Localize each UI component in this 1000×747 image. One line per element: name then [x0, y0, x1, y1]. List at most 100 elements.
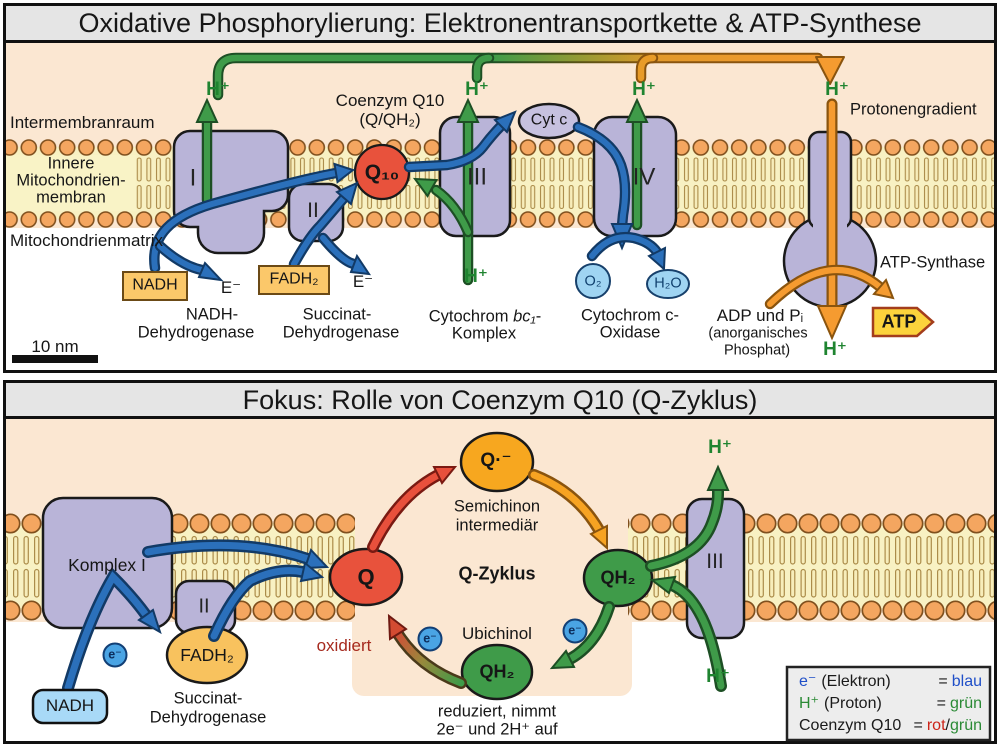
fadh2-label-panel2: FADH₂	[180, 644, 234, 665]
panel1-titlebar	[6, 6, 994, 40]
qh2-membrane-label: QH₂	[600, 567, 636, 588]
nadh-label-panel2: NADH	[45, 696, 95, 716]
complex-iv-numeral: IV	[632, 163, 656, 191]
succinat-dehydrogenase-1: Succinat-	[302, 305, 372, 324]
hplus-label-complex-i: H⁺	[206, 79, 230, 101]
hplus-label-complex-iii-top: H⁺	[465, 79, 489, 101]
panel2-title: Fokus: Rolle von Coenzym Q10 (Q-Zyklus)	[242, 384, 758, 415]
cyt-c-shape	[517, 102, 581, 140]
panel2-complexes	[41, 431, 746, 701]
qh2-membrane-shape	[582, 548, 654, 608]
nadh-label: NADH	[132, 276, 178, 294]
adp-label-2: (anorganisches	[708, 325, 808, 342]
label-inner-membrane-1: Innere	[47, 154, 95, 173]
adp-label-1: ADP und Pᵢ	[716, 306, 804, 326]
panel1-title: Oxidative Phosphorylierung: Elektronentr…	[78, 7, 922, 38]
reduziert-label-2: 2e⁻ und 2H⁺ auf	[436, 720, 558, 739]
komplex-iii-numeral: III	[706, 549, 724, 573]
atp-label: ATP	[881, 311, 917, 332]
q-oxidized-shape	[328, 547, 404, 607]
komplex-i-shape	[41, 496, 174, 630]
hplus-label-gradient: H⁺	[825, 79, 849, 101]
o2-shape	[575, 263, 611, 299]
h2o-label: H₂O	[654, 275, 682, 292]
bc1-italic: bc₁	[513, 307, 536, 326]
cytochrom-oxidase-1: Cytochrom c-	[580, 306, 680, 325]
legend-proton-symbol: H⁺	[799, 695, 819, 712]
hplus-label-complex-iv: H⁺	[632, 79, 656, 101]
o2-label: O₂	[584, 273, 602, 290]
succinat-label-2: Dehydrogenase	[149, 708, 267, 727]
legend-blau: blau	[951, 673, 982, 690]
legend-gruen-2: grün	[949, 717, 982, 734]
cyt-c-label: Cyt c	[530, 111, 568, 129]
panel2-titlebar	[6, 383, 994, 416]
inner-membrane-label-box	[6, 155, 136, 211]
qh2-ubiquinol-label: QH₂	[479, 661, 515, 682]
ubichinol-label: Ubichinol	[462, 624, 532, 644]
electron-label-1: E⁻	[220, 278, 242, 298]
label-inner-membrane-2: Mitochondrien-	[16, 171, 126, 190]
legend-eq-1: =	[938, 673, 948, 690]
fadh2-box	[258, 265, 330, 295]
reduziert-label-1: reduziert, nimmt	[437, 702, 557, 721]
hplus-label-synthase-bottom: H⁺	[823, 339, 847, 361]
bc1-suffix: -	[535, 307, 542, 326]
komplex-ii-numeral: II	[198, 595, 210, 618]
legend-electron-label: (Elektron)	[821, 673, 891, 690]
legend-eq-2: =	[936, 695, 946, 712]
hplus-label-panel2-bottom: H⁺	[706, 666, 730, 688]
legend-rot: rot	[926, 717, 946, 734]
legend-coenzym-label: Coenzym Q10	[799, 717, 902, 734]
complex-ii-numeral: II	[307, 198, 319, 222]
hplus-label-complex-iii-bottom: H⁺	[464, 266, 488, 288]
nadh-dehydrogenase-1: NADH-	[185, 305, 239, 324]
cytochrom-bc1-label: Cytochrom bc₁-	[429, 308, 542, 325]
electron-label-2: E⁻	[352, 272, 374, 292]
nadh-box	[122, 271, 188, 301]
legend-proton-label: (Proton)	[824, 695, 882, 712]
electron-circle-label-3: e⁻	[423, 631, 437, 646]
legend-row-electron: e⁻ (Elektron) =blau	[799, 671, 982, 691]
legend-proton-value: =grün	[937, 695, 982, 713]
atp-synthase-label: ATP-Synthase	[880, 253, 986, 272]
label-coenzym-q10: Coenzym Q10	[335, 91, 445, 111]
cytochrom-bc1-line2: Komplex	[451, 324, 517, 343]
proton-arrows-panel1	[195, 97, 649, 286]
oxidiert-label: oxidiert	[316, 636, 372, 656]
semiquinone-shape	[459, 431, 535, 493]
legend-electron-value: =blau	[938, 673, 982, 691]
fadh2-ellipse	[165, 625, 249, 685]
h2o-shape	[646, 269, 690, 299]
legend-box	[785, 665, 992, 742]
komplex-i-label: Komplex I	[68, 554, 146, 575]
legend-electron-symbol: e⁻	[799, 673, 817, 690]
panel2-arrows	[62, 464, 730, 694]
atp-tag	[871, 306, 935, 338]
atp-synthase-arrows	[764, 98, 895, 341]
semichinon-label-2: intermediär	[455, 516, 539, 535]
label-matrix: Mitochondrienmatrix	[10, 231, 164, 251]
semichinon-label-1: Semichinon	[453, 497, 541, 516]
electron-arrows-panel1	[149, 110, 667, 282]
complex-iii-numeral: III	[466, 163, 488, 191]
electron-circles	[102, 618, 588, 668]
legend-row-proton: H⁺ (Proton) =grün	[799, 693, 982, 713]
electron-circle-label-1: e⁻	[108, 647, 122, 662]
proton-collector-arrow	[212, 52, 845, 101]
legend-coenzym-value: =rot/grün	[914, 717, 983, 735]
qh2-ubiquinol-shape	[460, 643, 534, 701]
q-label: Q	[357, 564, 375, 590]
scalebar-label: 10 nm	[31, 337, 79, 357]
bc1-prefix: Cytochrom	[428, 307, 514, 326]
succinat-label-1: Succinat-	[173, 689, 243, 708]
qzyklus-label: Q-Zyklus	[458, 563, 536, 584]
semiquinone-label: Q·⁻	[480, 450, 512, 472]
cytochrom-oxidase-2: Oxidase	[599, 323, 661, 342]
nadh-dehydrogenase-2: Dehydrogenase	[137, 323, 255, 342]
label-coenzym-q10-forms: (Q/QH₂)	[359, 110, 421, 130]
nadh-box-panel2	[31, 688, 109, 725]
legend-gruen: grün	[949, 695, 982, 712]
